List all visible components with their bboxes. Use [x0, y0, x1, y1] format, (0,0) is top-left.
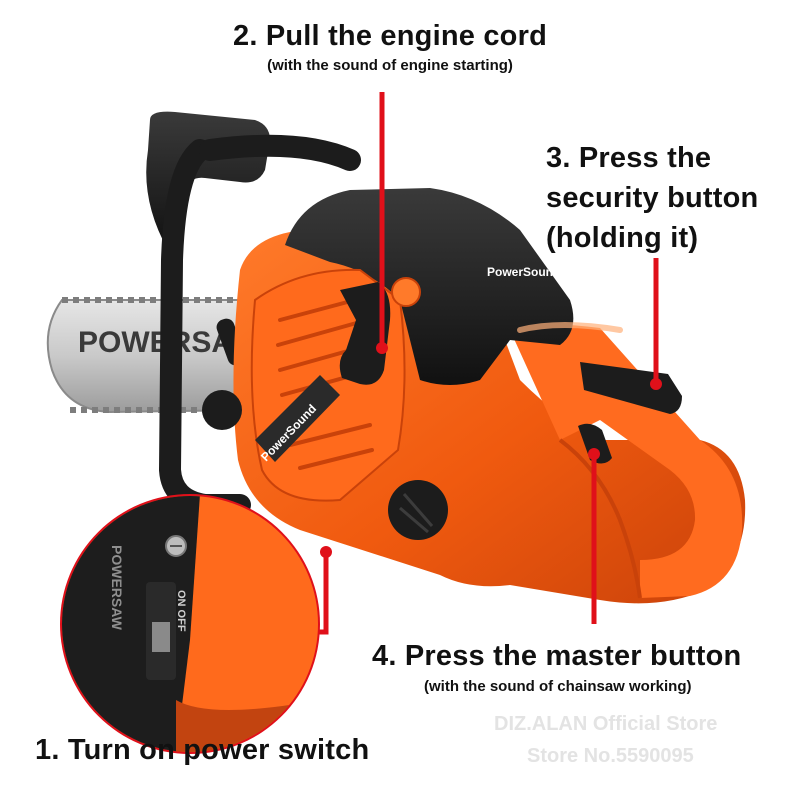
store-watermark-number: Store No.5590095 — [527, 745, 694, 767]
guide-bar: POWERSA — [46, 297, 257, 414]
power-switch-closeup: ON OFF POWERSAW — [60, 494, 320, 754]
step2-subtitle: (with the sound of engine starting) — [267, 57, 513, 74]
cover-brand-logo: PowerSound — [487, 265, 560, 279]
step3-title-line3: (holding it) — [546, 222, 699, 254]
chainsaw-body: PowerSound PowerSound — [202, 188, 746, 604]
step4-title: 4. Press the master button — [372, 640, 742, 672]
store-watermark-name: DIZ.ALAN Official Store — [494, 713, 718, 735]
step2-title: 2. Pull the engine cord — [233, 20, 547, 52]
master-button — [578, 423, 612, 464]
step3-title-line1: 3. Press the — [546, 142, 712, 174]
step1-title: 1. Turn on power switch — [35, 734, 370, 766]
switch-label: ON OFF — [175, 590, 187, 632]
step3-title-line2: security button — [546, 182, 759, 214]
svg-text:POWERSAW: POWERSAW — [109, 545, 125, 631]
step4-subtitle: (with the sound of chainsaw working) — [424, 678, 692, 695]
bar-brand-text: POWERSA — [78, 326, 233, 359]
engine-cord-handle — [339, 282, 391, 385]
